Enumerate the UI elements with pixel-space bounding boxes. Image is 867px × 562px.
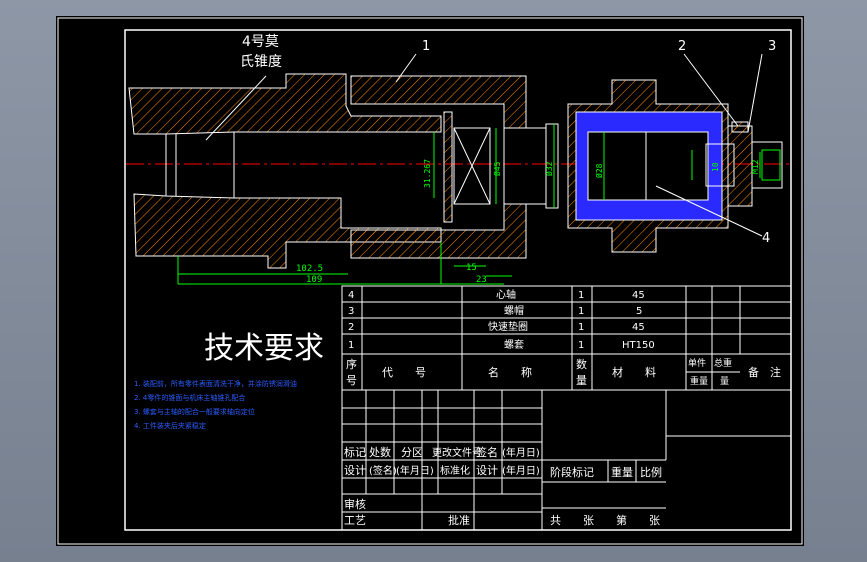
leaders (205, 53, 763, 237)
bearing-box (453, 127, 491, 205)
callout-2: 2 (678, 39, 686, 54)
thread (761, 149, 781, 181)
dimensions (177, 124, 761, 285)
tb-weight: 重量 (611, 465, 633, 479)
part-name: 心轴 (496, 288, 516, 301)
tb-design: 设计 (344, 464, 366, 477)
shaft-neck (503, 127, 547, 205)
dim-23: 23 (476, 275, 487, 285)
hdr-remark: 备 注 (748, 365, 781, 379)
callout-3: 3 (768, 39, 776, 54)
tech-note: 3. 螺套与主轴的配合一般要求轴向定位 (134, 407, 255, 416)
hdr-name: 名 称 (488, 365, 532, 379)
part-no: 1 (348, 340, 354, 351)
part-no: 2 (348, 322, 354, 333)
tb-date2: (年月日) (396, 464, 434, 477)
part-qty: 1 (578, 322, 584, 333)
tb-date3: (年月日) (502, 464, 540, 477)
part-no: 4 (348, 290, 354, 301)
assembly-view: 102.5 109 15 23 31.267 Ø45 Ø32 Ø28 10 M1… (126, 34, 791, 285)
title-block (341, 389, 792, 531)
title-block-text: 标记 处数 分区 更改文件号 签名 (年月日) 设计 (签名) (年月日) 标准… (344, 445, 662, 527)
taper-label-1: 4号莫 (242, 34, 279, 50)
hdr-w3: 重量 (690, 375, 708, 387)
spacer (443, 111, 453, 223)
part-name: 快速垫圈 (488, 320, 528, 333)
tb-sheets: 共 张 第 张 (550, 513, 660, 527)
dim-102-5: 102.5 (296, 264, 323, 274)
part-mat: HT150 (622, 340, 655, 351)
sleeve-lower (350, 203, 527, 259)
hdr-w1: 单件 (688, 357, 706, 369)
tb-docno: 更改文件号 (432, 446, 482, 459)
part-name: 螺帽 (504, 304, 524, 317)
tb-zone: 分区 (401, 446, 423, 459)
dim-d28: Ø28 (594, 163, 604, 178)
hdr-code: 代 号 (382, 366, 426, 379)
tb-stage: 阶段标记 (550, 465, 594, 479)
part-qty: 1 (578, 340, 584, 351)
tb-approve: 批准 (448, 513, 470, 527)
hdr-mat: 材 料 (612, 365, 656, 379)
hdr-w4: 量 (720, 376, 729, 387)
hdr-seq: 序 (346, 357, 357, 371)
callout-1: 1 (422, 39, 430, 54)
callout-4: 4 (762, 231, 770, 246)
part-qty: 1 (578, 290, 584, 301)
bearing-cross (453, 127, 491, 205)
parts-rows: 4 心轴 1 45 3 螺帽 1 5 2 快速垫圈 1 45 1 螺套 1 HT… (346, 288, 781, 387)
nut (751, 141, 783, 189)
dim-109: 109 (306, 275, 322, 285)
part-qty: 1 (578, 306, 584, 317)
dim-d32: Ø32 (544, 161, 554, 176)
part-no: 3 (348, 306, 354, 317)
part-mat: 5 (636, 306, 642, 317)
part-mat: 45 (632, 322, 645, 333)
taper-label-2: 氏锥度 (240, 54, 282, 70)
washer-tab (731, 121, 749, 133)
part-name: 螺套 (504, 338, 524, 351)
tb-design2: 设计 (476, 464, 498, 477)
drawing-svg: 102.5 109 15 23 31.267 Ø45 Ø32 Ø28 10 M1… (57, 17, 803, 545)
tb-signature: (签名) (369, 464, 397, 477)
hdr-qty1: 数 (576, 358, 587, 371)
part-mat: 45 (632, 290, 645, 301)
dim-m12: M12 (751, 159, 760, 174)
dim-d45: Ø45 (492, 161, 502, 176)
collar (545, 123, 559, 209)
tb-count: 处数 (369, 446, 391, 459)
mandrel-bore (587, 131, 709, 201)
tech-note: 4. 工件装夹后夹紧稳定 (134, 421, 206, 430)
tb-sign: 签名 (476, 445, 498, 459)
tb-std: 标准化 (440, 464, 470, 477)
tech-title: 技术要求 (204, 331, 324, 366)
dim-15: 15 (466, 263, 477, 273)
tb-check: 审核 (344, 497, 366, 511)
tb-craft: 工艺 (344, 514, 366, 527)
hdr-qty2: 量 (576, 374, 587, 387)
spindle-upper (128, 73, 442, 135)
quick-washer (727, 125, 753, 207)
dim-31: 31.267 (423, 159, 432, 188)
hdr-seq2: 号 (346, 374, 357, 387)
tech-note: 2. 4零件的锥面与机床主轴锥孔配合 (134, 393, 245, 402)
outer-frame (57, 17, 803, 545)
hdr-w2: 总重 (714, 357, 732, 369)
dim-10: 10 (711, 162, 720, 172)
tb-date: (年月日) (502, 446, 540, 459)
screw-stem (705, 143, 735, 187)
drawing-canvas[interactable]: 102.5 109 15 23 31.267 Ø45 Ø32 Ø28 10 M1… (56, 16, 804, 546)
tb-mark: 标记 (344, 445, 366, 459)
tech-note: 1. 装配前，所有零件表面清洗干净，并涂防锈润滑油 (134, 379, 297, 388)
tb-scale: 比例 (640, 465, 662, 479)
